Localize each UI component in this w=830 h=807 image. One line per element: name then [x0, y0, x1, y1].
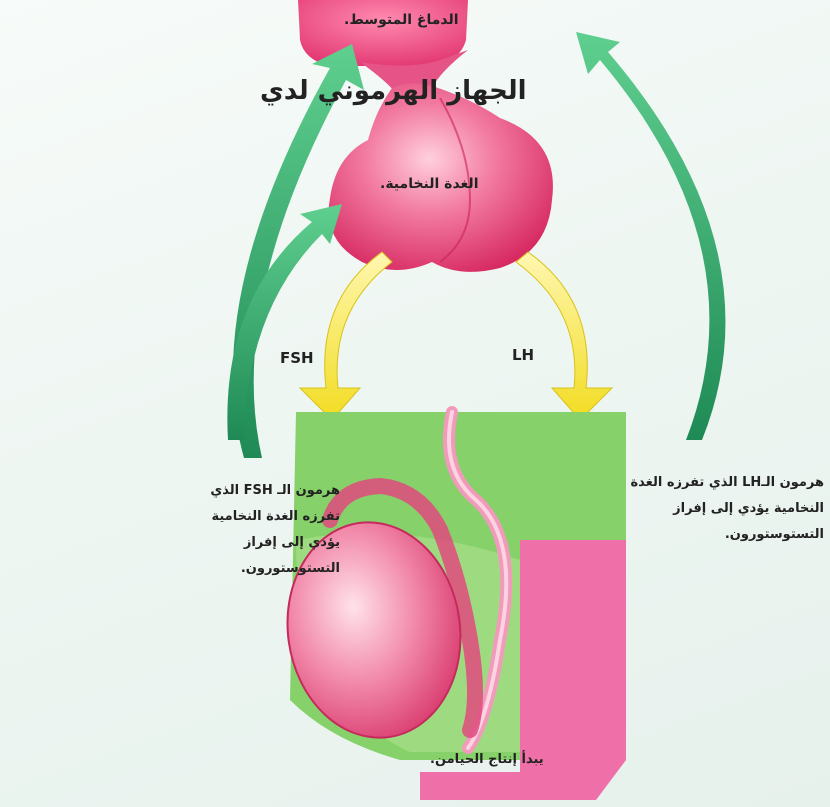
lh-description: هرمون الـLH الذي تفرزه الغدة النخامية يؤ…: [608, 470, 824, 548]
fsh-arrow: [300, 252, 392, 420]
fsh-description: هرمون الـ FSH الذي تفرزه الغدة النخامية …: [180, 478, 340, 582]
sperm-production-label: يبدأ إنتاج الحيامن.: [430, 752, 544, 767]
pituitary-label: الغدة النخامية.: [380, 176, 479, 192]
midbrain-shape: [298, 0, 468, 66]
lh-arrow: [516, 252, 612, 420]
page-title: الجهاز الهرموني لدي: [260, 76, 830, 106]
midbrain-label: الدماغ المتوسط.: [344, 12, 459, 28]
lh-label: LH: [512, 346, 534, 364]
fsh-label: FSH: [280, 349, 314, 367]
